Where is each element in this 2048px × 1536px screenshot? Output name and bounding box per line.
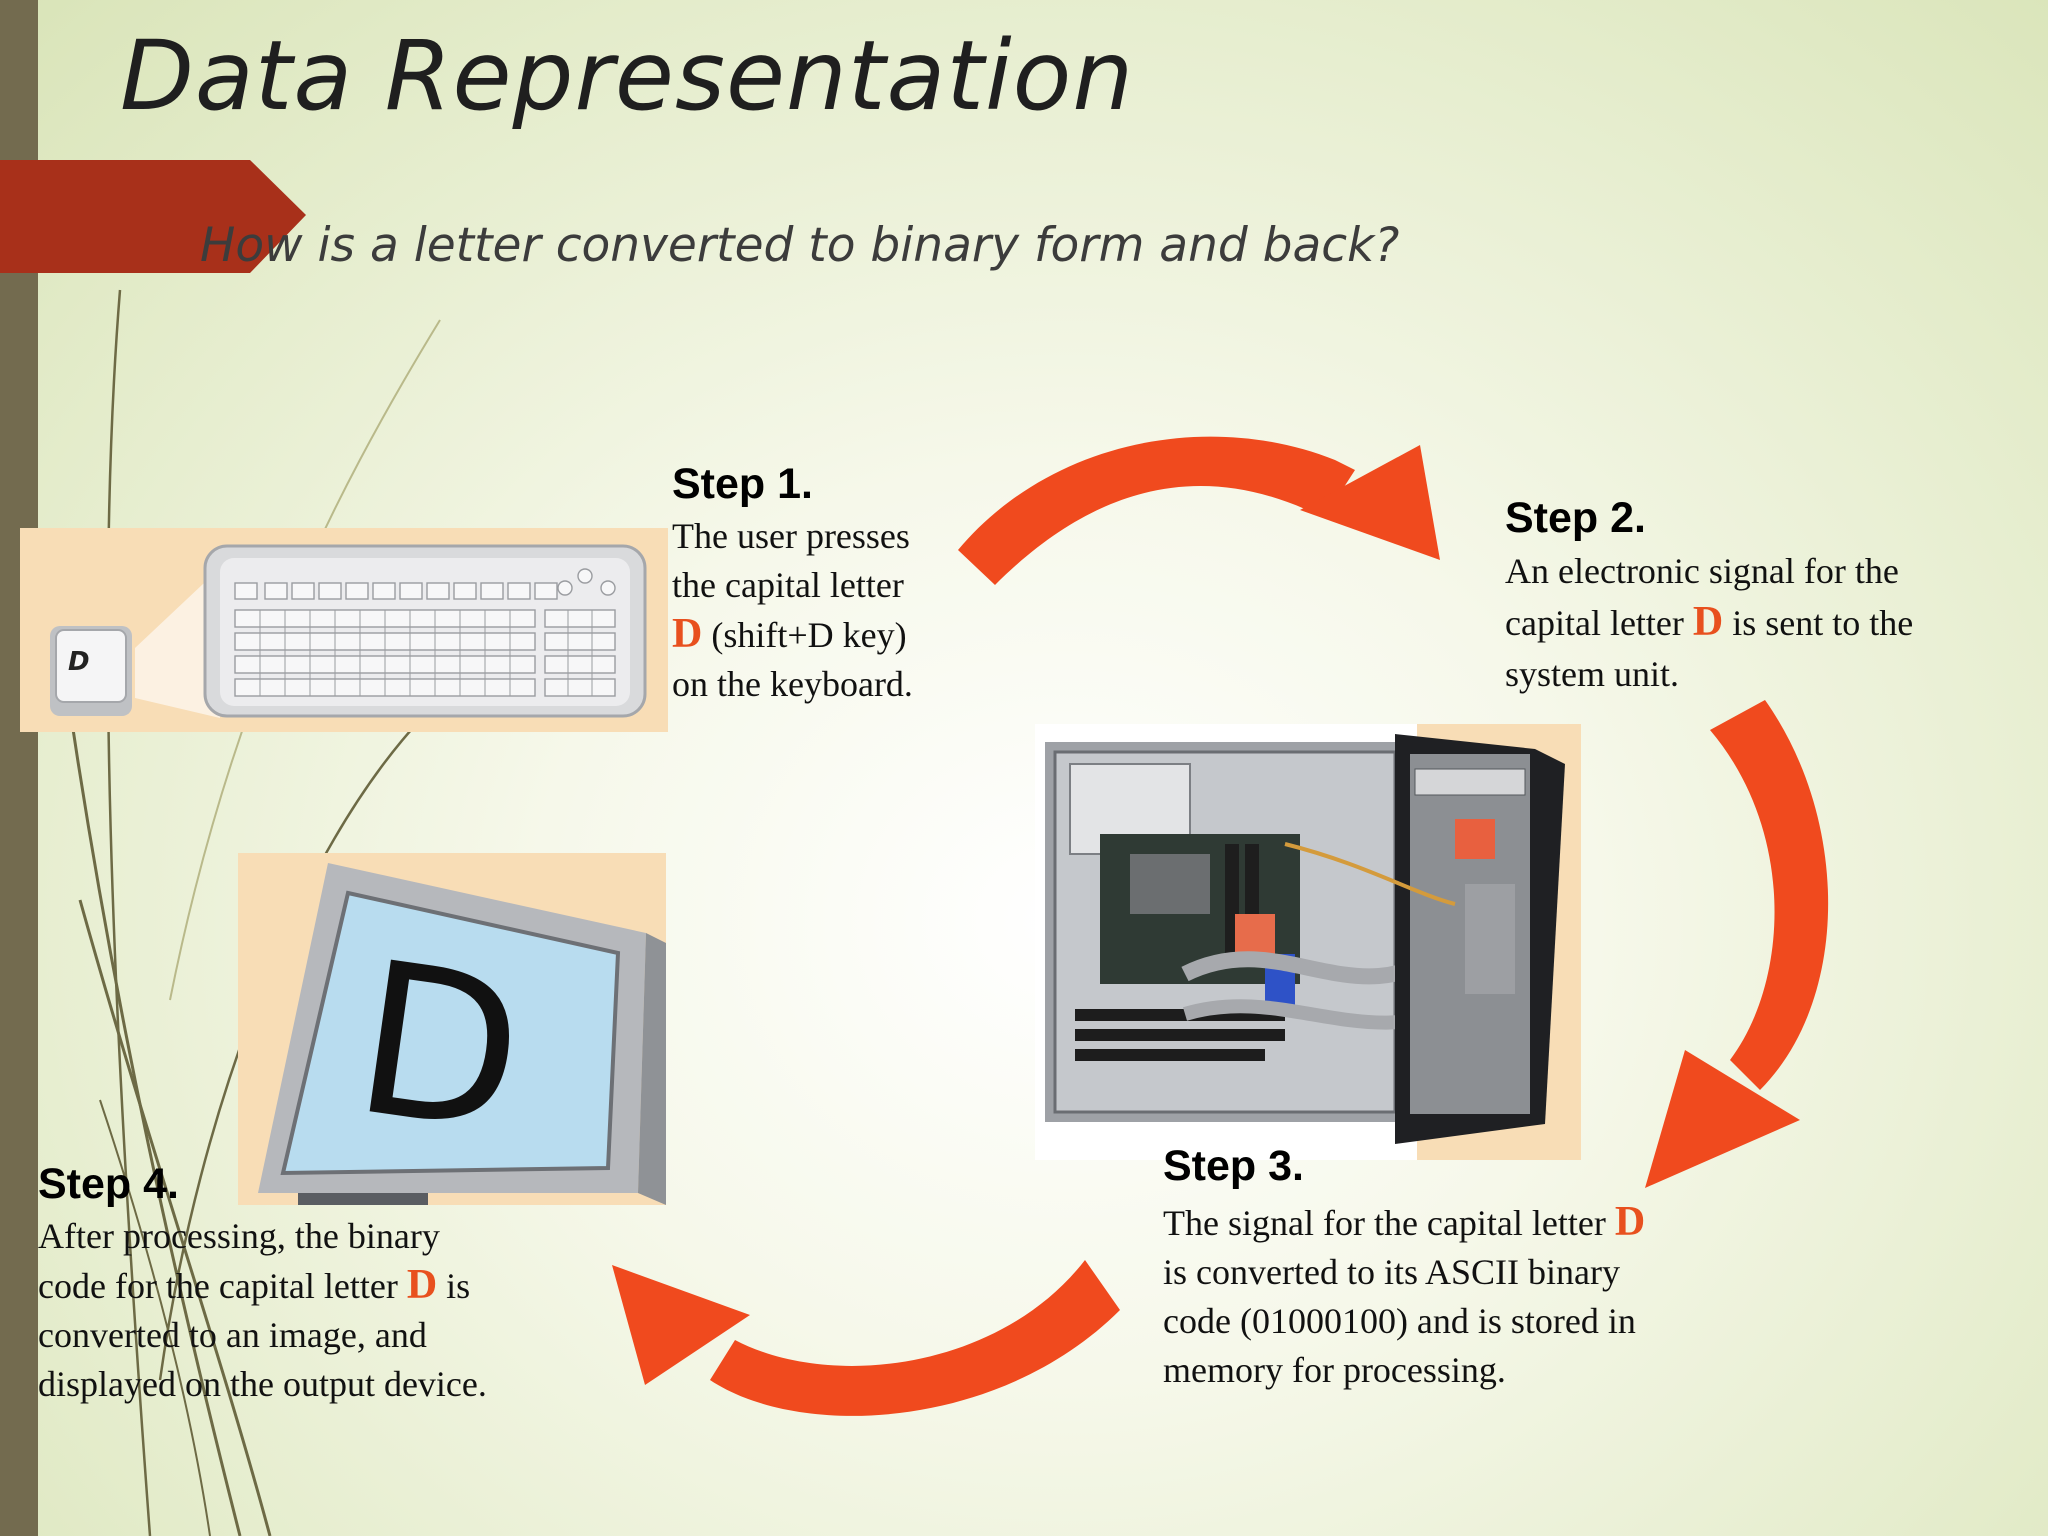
keyboard-key-letter: D bbox=[68, 647, 90, 677]
monitor-letter-glyph: D bbox=[342, 915, 536, 1180]
step2-title: Step 2. bbox=[1505, 494, 1646, 542]
step4-line1: After processing, the binary bbox=[38, 1216, 440, 1256]
step3-title: Step 3. bbox=[1163, 1142, 1304, 1190]
step1-line3: D (shift+D key) bbox=[672, 610, 913, 660]
step1-title: Step 1. bbox=[672, 460, 813, 508]
arrow-step3-to-step4 bbox=[612, 1260, 1120, 1416]
step4-letter: D bbox=[406, 1262, 438, 1308]
step2-line3: system unit. bbox=[1505, 654, 1680, 694]
step4-text: After processing, the binary code for th… bbox=[38, 1212, 487, 1409]
keyboard-image: D bbox=[20, 528, 668, 732]
step1-letter: D bbox=[672, 611, 703, 657]
step1-line1: The user presses bbox=[672, 516, 910, 556]
arrow-step2-to-step3 bbox=[1645, 700, 1829, 1188]
step1-line4: on the keyboard. bbox=[672, 664, 913, 704]
step3-line2: is converted to its ASCII binary bbox=[1163, 1252, 1620, 1292]
step1-line2: the capital letter bbox=[672, 565, 904, 605]
step3-text: The signal for the capital letter D is c… bbox=[1163, 1198, 1645, 1395]
step2-letter: D bbox=[1692, 599, 1724, 645]
page-subtitle: How is a letter converted to binary form… bbox=[200, 218, 1400, 273]
step3-letter: D bbox=[1614, 1199, 1646, 1245]
step2-line1: An electronic signal for the bbox=[1505, 551, 1899, 591]
step3-line1: The signal for the capital letter D bbox=[1163, 1199, 1646, 1245]
arrow-step1-to-step2 bbox=[958, 436, 1440, 585]
step4-line4: displayed on the output device. bbox=[38, 1364, 487, 1404]
page-title: Data Representation bbox=[120, 20, 1135, 132]
step2-text: An electronic signal for the capital let… bbox=[1505, 546, 1913, 700]
step4-title: Step 4. bbox=[38, 1160, 179, 1208]
step1-key-hint: (shift+D key) bbox=[702, 615, 907, 655]
step2-line2: capital letter D is sent to the bbox=[1505, 599, 1914, 645]
monitor-image: D bbox=[238, 853, 666, 1205]
step4-line3: converted to an image, and bbox=[38, 1315, 427, 1355]
step1-text: The user presses the capital letter D (s… bbox=[672, 512, 913, 709]
step4-line2: code for the capital letter D is bbox=[38, 1262, 471, 1308]
step3-line3: code (01000100) and is stored in bbox=[1163, 1301, 1636, 1341]
step3-line4: memory for processing. bbox=[1163, 1350, 1506, 1390]
system-unit-image bbox=[1035, 724, 1581, 1160]
accent-tab bbox=[0, 160, 306, 273]
